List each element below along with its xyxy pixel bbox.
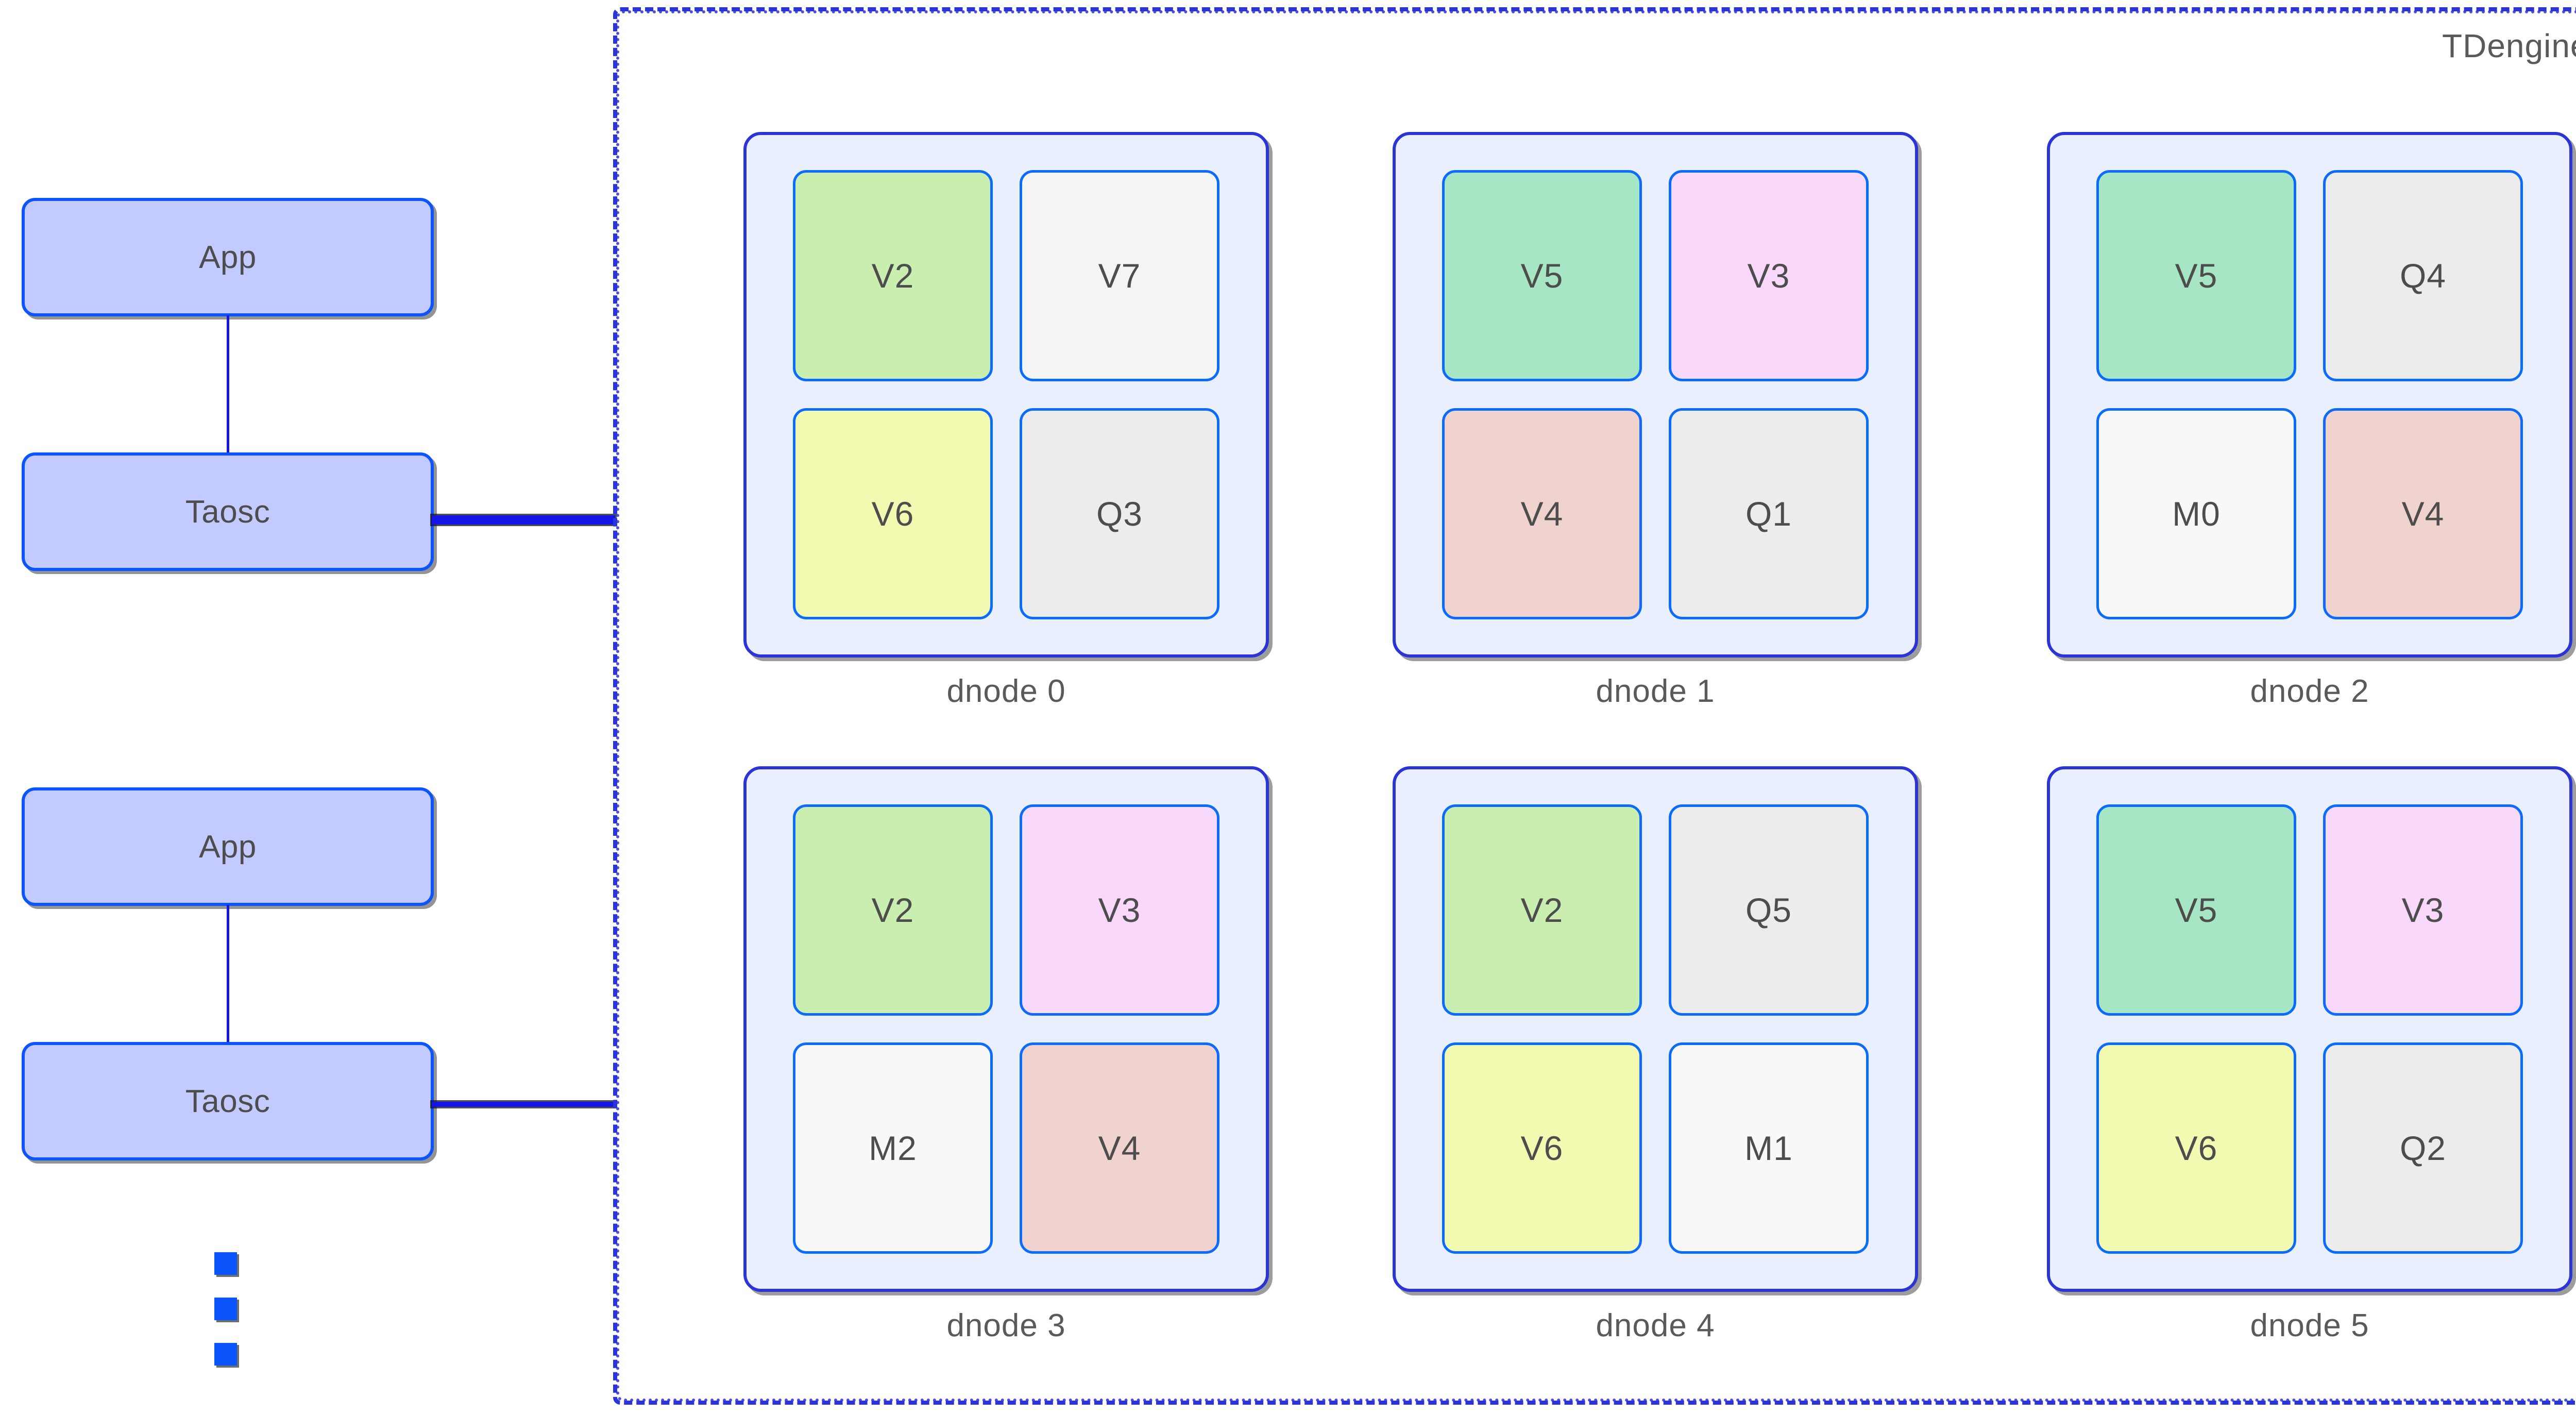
dnode-5-body: V5 V3 V6 Q2 — [2047, 766, 2572, 1292]
dnode-4-body: V2 Q5 V6 M1 — [1393, 766, 1918, 1292]
ellipsis-dot — [214, 1343, 237, 1366]
app-taosc-connector-1 — [227, 315, 229, 453]
app-box-1[interactable]: App — [22, 198, 434, 316]
taosc-box-1-label: Taosc — [185, 494, 270, 530]
app-taosc-connector-2 — [227, 905, 229, 1043]
dnode-4-cell-3-label: M1 — [1744, 1129, 1793, 1167]
dnode-3-cell-3[interactable]: V4 — [1020, 1042, 1219, 1254]
dnode-3-cell-0-label: V2 — [871, 891, 914, 929]
dnode-2-cell-3-label: V4 — [2401, 495, 2445, 533]
dnode-3-cell-1-label: V3 — [1098, 891, 1141, 929]
cluster-title: TDengine Cluster — [2442, 27, 2576, 64]
dnode-3-cell-3-label: V4 — [1098, 1129, 1141, 1167]
dnode-3[interactable]: V2 V3 M2 V4 dnode 3 — [743, 766, 1269, 1344]
dnode-4-cell-2-label: V6 — [1520, 1129, 1564, 1167]
dnode-3-cell-0[interactable]: V2 — [793, 804, 993, 1016]
dnode-1-cell-3[interactable]: Q1 — [1669, 408, 1869, 619]
dnode-0[interactable]: V2 V7 V6 Q3 dnode 0 — [743, 132, 1269, 710]
taosc-cluster-connector-1 — [432, 515, 615, 525]
dnode-0-cell-1[interactable]: V7 — [1020, 170, 1219, 381]
dnode-5-cell-1-label: V3 — [2401, 891, 2445, 929]
dnode-3-cell-2[interactable]: M2 — [793, 1042, 993, 1254]
dnode-5-cell-1[interactable]: V3 — [2323, 804, 2523, 1016]
taosc-box-2-label: Taosc — [185, 1083, 270, 1119]
dnode-0-cell-3[interactable]: Q3 — [1020, 408, 1219, 619]
dnode-1-cell-2-label: V4 — [1520, 495, 1564, 533]
dnode-4[interactable]: V2 Q5 V6 M1 dnode 4 — [1393, 766, 1918, 1344]
dnode-2-cell-2-label: M0 — [2172, 495, 2221, 533]
dnode-0-body: V2 V7 V6 Q3 — [743, 132, 1269, 658]
dnode-1-label: dnode 1 — [1596, 674, 1715, 709]
app-box-2[interactable]: App — [22, 787, 434, 906]
dnode-2-label: dnode 2 — [2250, 674, 2369, 709]
dnode-5-cell-2-label: V6 — [2175, 1129, 2218, 1167]
client-ellipsis-icon — [214, 1252, 237, 1366]
dnode-2[interactable]: V5 Q4 M0 V4 dnode 2 — [2047, 132, 2572, 710]
ellipsis-dot — [214, 1252, 237, 1275]
dnode-0-label: dnode 0 — [946, 674, 1066, 709]
dnode-4-label: dnode 4 — [1596, 1308, 1715, 1343]
dnode-0-cell-2-label: V6 — [871, 495, 914, 533]
taosc-cluster-connector-2 — [432, 1102, 615, 1107]
dnode-4-cell-2[interactable]: V6 — [1442, 1042, 1642, 1254]
dnode-3-cell-1[interactable]: V3 — [1020, 804, 1219, 1016]
dnode-1-cell-3-label: Q1 — [1745, 495, 1792, 533]
taosc-box-1[interactable]: Taosc — [22, 452, 434, 571]
dnode-0-cell-2[interactable]: V6 — [793, 408, 993, 619]
dnode-5-cell-0[interactable]: V5 — [2096, 804, 2296, 1016]
dnode-1-body: V5 V3 V4 Q1 — [1393, 132, 1918, 658]
dnode-5-cell-3-label: Q2 — [2399, 1129, 2447, 1167]
dnode-5-cell-0-label: V5 — [2175, 891, 2218, 929]
dnode-1-cell-1-label: V3 — [1747, 257, 1790, 295]
dnode-1-cell-0[interactable]: V5 — [1442, 170, 1642, 381]
taosc-box-2[interactable]: Taosc — [22, 1042, 434, 1160]
dnode-1[interactable]: V5 V3 V4 Q1 dnode 1 — [1393, 132, 1918, 710]
dnode-2-cell-0-label: V5 — [2175, 257, 2218, 295]
dnode-4-cell-3[interactable]: M1 — [1669, 1042, 1869, 1254]
dnode-3-body: V2 V3 M2 V4 — [743, 766, 1269, 1292]
dnode-2-cell-0[interactable]: V5 — [2096, 170, 2296, 381]
dnode-0-cell-1-label: V7 — [1098, 257, 1141, 295]
dnode-1-cell-0-label: V5 — [1520, 257, 1564, 295]
app-box-1-label: App — [199, 239, 257, 275]
dnode-5-label: dnode 5 — [2250, 1308, 2369, 1343]
app-box-2-label: App — [199, 829, 257, 865]
dnode-4-cell-0[interactable]: V2 — [1442, 804, 1642, 1016]
dnode-1-cell-2[interactable]: V4 — [1442, 408, 1642, 619]
dnode-0-cell-3-label: Q3 — [1096, 495, 1143, 533]
dnode-5[interactable]: V5 V3 V6 Q2 dnode 5 — [2047, 766, 2572, 1344]
dnode-5-cell-2[interactable]: V6 — [2096, 1042, 2296, 1254]
dnode-2-cell-1[interactable]: Q4 — [2323, 170, 2523, 381]
dnode-5-cell-3[interactable]: Q2 — [2323, 1042, 2523, 1254]
dnode-2-cell-2[interactable]: M0 — [2096, 408, 2296, 619]
dnode-0-cell-0-label: V2 — [871, 257, 914, 295]
dnode-2-cell-1-label: Q4 — [2399, 257, 2447, 295]
dnode-2-cell-3[interactable]: V4 — [2323, 408, 2523, 619]
dnode-4-cell-1[interactable]: Q5 — [1669, 804, 1869, 1016]
dnode-4-cell-1-label: Q5 — [1745, 891, 1792, 929]
ellipsis-dot — [214, 1298, 237, 1320]
dnode-4-cell-0-label: V2 — [1520, 891, 1564, 929]
dnode-0-cell-0[interactable]: V2 — [793, 170, 993, 381]
dnode-2-body: V5 Q4 M0 V4 — [2047, 132, 2572, 658]
dnode-1-cell-1[interactable]: V3 — [1669, 170, 1869, 381]
dnode-3-label: dnode 3 — [946, 1308, 1066, 1343]
dnode-3-cell-2-label: M2 — [869, 1129, 917, 1167]
